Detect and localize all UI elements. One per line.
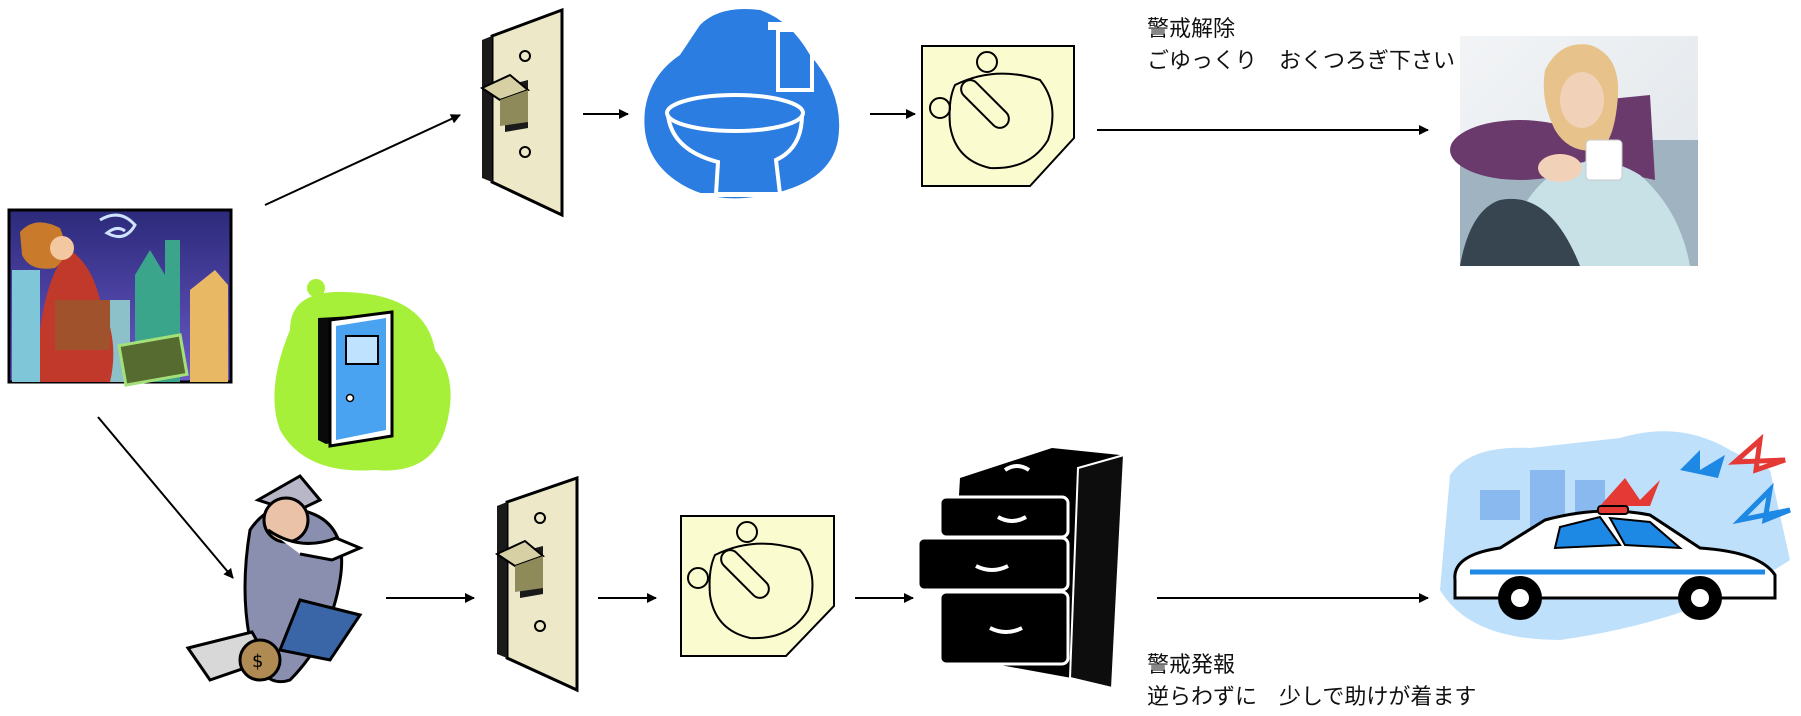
alarm-label: 警戒発報 逆らわずに 少しで助けが着ます (1147, 650, 1476, 714)
light-switch-icon (479, 7, 564, 218)
release-label: 警戒解除 ごゆっくり おくつろぎ下さい (1147, 14, 1455, 78)
arrow-start-to-switch (264, 114, 461, 206)
sensor-tile-icon (921, 45, 1075, 187)
resident-with-groceries-icon (7, 208, 233, 387)
light-switch-icon (494, 475, 579, 693)
police-car-icon (1440, 431, 1791, 640)
svg-text:$: $ (252, 651, 263, 672)
masked-burglar-icon: $ (185, 474, 364, 683)
release-title: 警戒解除 (1147, 17, 1236, 42)
door-icon (274, 279, 451, 471)
sensor-tile-icon (680, 515, 835, 657)
alarm-message: 逆らわずに 少しで助けが着ます (1147, 685, 1477, 710)
release-message: ごゆっくり おくつろぎ下さい (1147, 49, 1456, 74)
arrows (97, 109, 1429, 603)
file-cabinet-icon (916, 448, 1126, 690)
toilet-icon (644, 9, 840, 199)
woman-relaxing-photo (1450, 36, 1698, 266)
arrow-start-to-intruder (97, 416, 234, 579)
alarm-title: 警戒発報 (1147, 653, 1236, 678)
